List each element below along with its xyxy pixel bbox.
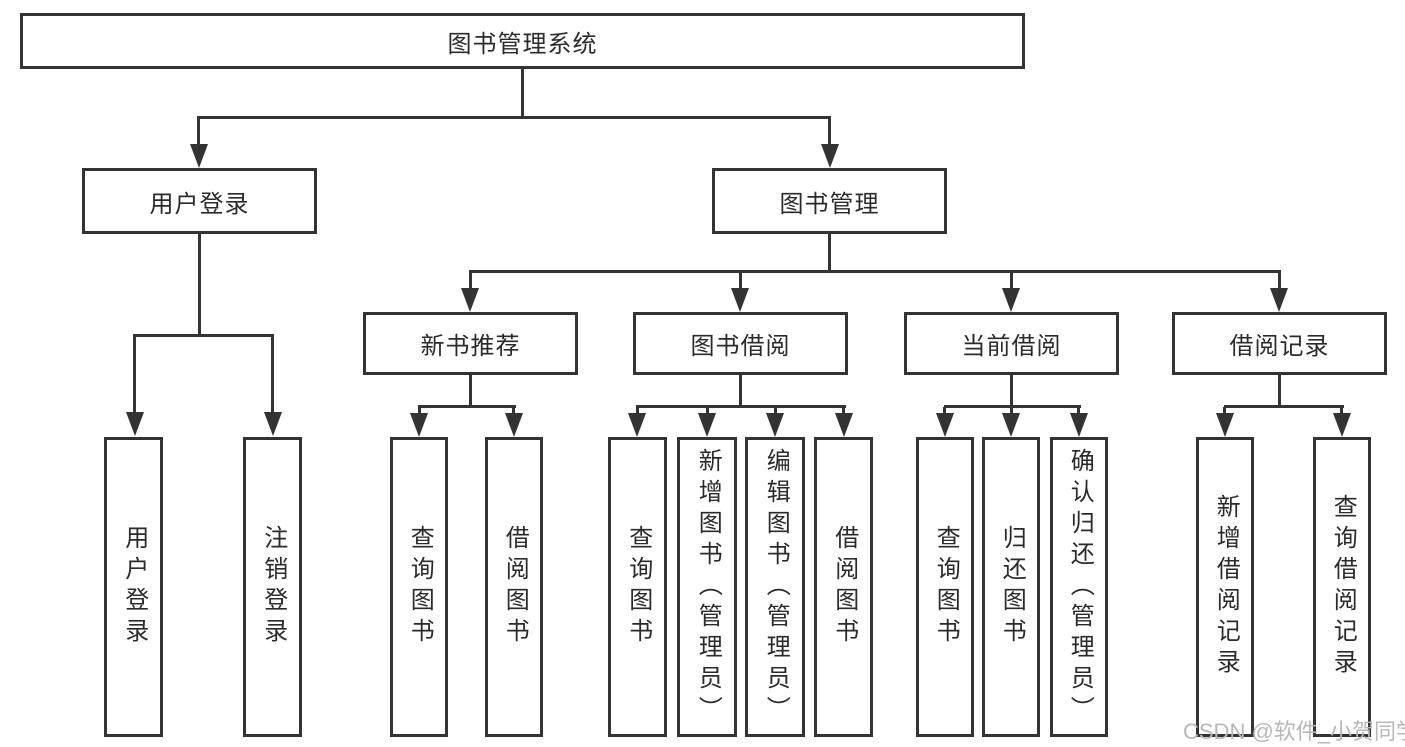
connector-line [774,407,777,415]
node-label: 新书推荐 [420,333,521,360]
node-label: 新增借阅记录 [1212,494,1240,680]
node-label: 编辑图书（管理员） [762,447,790,727]
connector-line [739,375,742,407]
node-leaf-user-login: 用户登录 [104,437,163,737]
csdn-watermark: CSDN @软件_小贺同学 [1183,719,1405,744]
node-label: 查询图书 [932,525,960,649]
arrow-down [766,413,784,437]
node-book-borrow: 图书借阅 [633,312,848,375]
node-label: 确认归还（管理员） [1066,447,1094,727]
connector-line [1223,407,1226,415]
connector-line [418,407,421,415]
connector-line [1278,272,1281,290]
node-new-book-recommend: 新书推荐 [363,312,578,375]
connector-line [1077,407,1080,415]
connector-line [521,68,524,118]
node-leaf-query-borrow-record: 查询借阅记录 [1313,437,1371,737]
connector-line [133,334,274,337]
connector-line [469,375,472,407]
connector-line [133,336,136,414]
connector-line [828,234,831,272]
arrow-down [1070,413,1088,437]
node-leaf-add-borrow-record: 新增借阅记录 [1196,437,1254,737]
connector-line [197,116,831,119]
node-library-system: 图书管理系统 [20,13,1025,69]
node-label: 借阅图书 [501,525,529,649]
node-leaf-confirm-return-admin: 确认归还（管理员） [1050,437,1108,737]
arrow-down [821,144,839,168]
connector-line [271,336,274,414]
arrow-down [1002,288,1020,312]
arrow-down [628,413,646,437]
connector-line [842,407,845,415]
node-label: 借阅图书 [830,525,858,649]
node-current-borrow: 当前借阅 [904,312,1119,375]
connector-line [1224,405,1344,408]
node-label: 图书管理系统 [447,30,598,58]
connector-line [1278,375,1281,407]
connector-line [1340,407,1343,415]
connector-line [197,118,200,146]
arrow-down [1002,413,1020,437]
connector-line [418,405,516,408]
node-label: 用户登录 [120,525,148,649]
arrow-down [461,288,479,312]
connector-line [636,405,846,408]
arrow-down [731,288,749,312]
arrow-down [936,413,954,437]
connector-line [469,272,472,290]
node-label: 注销登录 [259,525,287,649]
node-borrow-records: 借阅记录 [1172,312,1387,375]
arrow-down [835,413,853,437]
arrow-down [698,413,716,437]
node-label: 用户登录 [149,190,250,218]
connector-line [944,405,1081,408]
node-leaf-query-books-borrow: 查询图书 [608,437,667,737]
connector-line [512,407,515,415]
arrow-down [190,144,208,168]
arrow-down [410,413,428,437]
arrow-down [1270,288,1288,312]
node-leaf-logout: 注销登录 [243,437,302,737]
node-label: 借阅记录 [1229,333,1330,360]
node-leaf-add-books-admin: 新增图书（管理员） [677,437,737,737]
connector-line [1010,272,1013,290]
node-leaf-edit-books-admin: 编辑图书（管理员） [745,437,805,737]
connector-line [198,234,201,337]
node-leaf-borrow-books: 借阅图书 [814,437,873,737]
connector-line [469,270,1281,273]
arrow-down [264,412,282,436]
node-leaf-query-books-recommend: 查询图书 [390,437,448,737]
node-user-login: 用户登录 [82,168,317,234]
node-label: 图书借阅 [690,333,791,360]
connector-line [636,407,639,415]
node-label: 图书管理 [779,190,880,218]
connector-line [1010,375,1013,407]
arrow-down [1333,413,1351,437]
node-leaf-return-books: 归还图书 [982,437,1040,737]
node-leaf-query-books-current: 查询图书 [916,437,974,737]
arrow-down [126,412,144,436]
node-leaf-borrow-books-recommend: 借阅图书 [485,437,543,737]
connector-line [1010,407,1013,415]
node-label: 查询图书 [624,525,652,649]
connector-line [828,118,831,146]
node-label: 查询图书 [406,525,434,649]
connector-line [739,272,742,290]
connector-line [943,407,946,415]
node-label: 当前借阅 [961,333,1062,360]
node-label: 归还图书 [998,525,1026,649]
arrow-down [1216,413,1234,437]
node-label: 查询借阅记录 [1329,494,1357,680]
node-book-management: 图书管理 [712,168,947,234]
arrow-down [505,413,523,437]
node-label: 新增图书（管理员） [694,447,722,727]
connector-line [706,407,709,415]
